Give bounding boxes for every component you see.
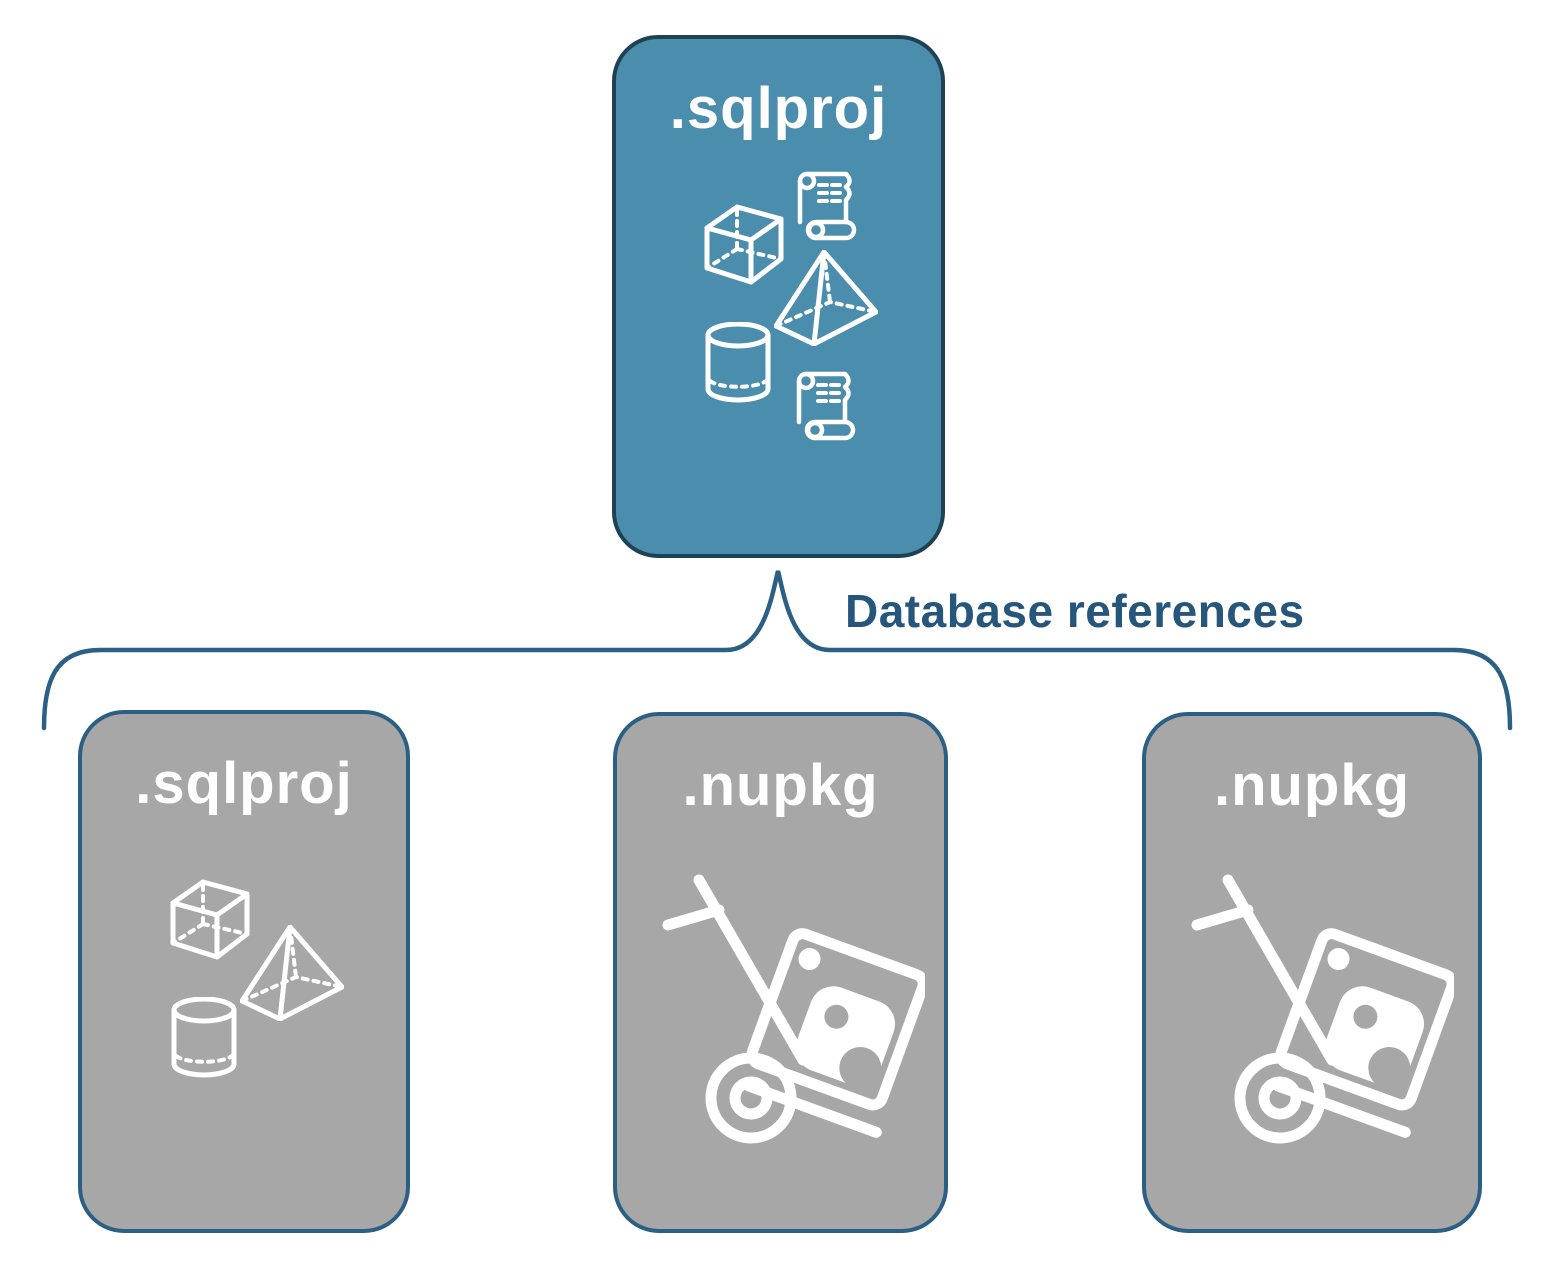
child-box-nupkg: .nupkg [613,712,948,1233]
child-box-title: .nupkg [682,753,879,818]
child-box-sqlproj: .sqlproj [78,710,410,1233]
child-box-title: .nupkg [1213,753,1411,818]
top-box-sqlproj: .sqlproj [612,35,945,558]
nuget-hand-truck-icon [1184,868,1454,1153]
script-scroll-icon [795,370,859,446]
sql-objects-cluster-icon [167,879,345,1079]
nuget-hand-truck-icon [655,868,925,1153]
brace-connector [41,570,1513,731]
child-box-title: .sqlproj [135,751,353,816]
child-box-nupkg: .nupkg [1142,712,1482,1233]
top-box-title: .sqlproj [669,76,888,141]
database-references-label: Database references [845,585,1305,637]
